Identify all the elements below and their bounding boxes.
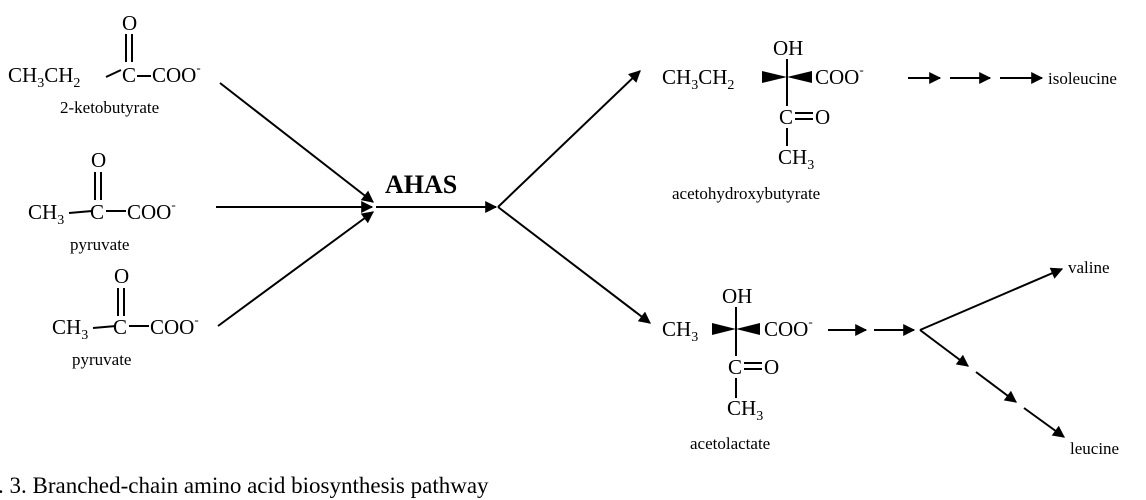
arrow-to-acetolactate bbox=[497, 206, 651, 324]
product-1-wedge-left bbox=[762, 71, 787, 83]
arrow-to-valine bbox=[919, 267, 1064, 331]
reactant-1-formula: CH3CH2 bbox=[8, 63, 80, 91]
reactant-1-carboxylate: COO- bbox=[152, 60, 201, 87]
product-2-label: acetolactate bbox=[690, 434, 770, 453]
product-1-wedge-right bbox=[787, 71, 812, 83]
product-1-carbonyl-carbon: C bbox=[779, 105, 793, 129]
reactant-pyruvate-2: CH3 C COO- O pyruvate bbox=[52, 264, 199, 369]
reactant-2-oxygen: O bbox=[91, 148, 106, 172]
reactant-3-formula: CH3 bbox=[52, 315, 88, 343]
end-product-isoleucine: isoleucine bbox=[1048, 69, 1117, 88]
product-2-wedge-right bbox=[736, 323, 760, 335]
product-2-carboxylate: COO- bbox=[764, 314, 813, 341]
product-acetolactate: CH3 OH COO- C O CH3 acetolactate bbox=[662, 284, 813, 453]
reactant-1-oxygen: O bbox=[122, 11, 137, 35]
product-1-alkyl: CH3CH2 bbox=[662, 65, 734, 93]
reactant-1-bond-left bbox=[105, 69, 122, 78]
reactant-3-carbon: C bbox=[113, 315, 127, 339]
reactant-3-label: pyruvate bbox=[72, 350, 131, 369]
product-2-carbonyl-oxygen: O bbox=[764, 355, 779, 379]
arrow-to-acetohydroxybutyrate bbox=[497, 70, 641, 208]
reactant-2-bond-left bbox=[68, 210, 93, 214]
reactant-3-oxygen: O bbox=[114, 264, 129, 288]
reactant-1-label: 2-ketobutyrate bbox=[60, 98, 159, 117]
reactant-2-ketobutyrate: CH3CH2 C COO- O 2-ketobutyrate bbox=[8, 11, 201, 117]
product-1-label: acetohydroxybutyrate bbox=[672, 184, 820, 203]
end-product-leucine: leucine bbox=[1070, 439, 1119, 458]
reactant-pyruvate-1: CH3 C COO- O pyruvate bbox=[28, 148, 176, 254]
arrow-to-leucine-3 bbox=[1023, 407, 1065, 438]
reactant-2-label: pyruvate bbox=[70, 235, 129, 254]
product-1-hydroxyl: OH bbox=[773, 36, 803, 60]
end-product-valine: valine bbox=[1068, 258, 1110, 277]
reactant-2-carboxylate: COO- bbox=[127, 197, 176, 224]
reactant-2-formula: CH3 bbox=[28, 200, 64, 228]
arrow-to-leucine-1 bbox=[919, 329, 969, 367]
arrow-to-leucine-2 bbox=[975, 371, 1017, 403]
product-2-alkyl: CH3 bbox=[662, 317, 698, 345]
reactant-2-carbon: C bbox=[90, 200, 104, 224]
reactant-3-carboxylate: COO- bbox=[150, 312, 199, 339]
arrow-ketobutyrate-to-ahas bbox=[219, 82, 374, 203]
product-2-methyl: CH3 bbox=[727, 396, 763, 424]
reactant-1-carbon: C bbox=[122, 63, 136, 87]
enzyme-label: AHAS bbox=[385, 170, 457, 199]
product-1-methyl: CH3 bbox=[778, 145, 814, 173]
product-1-carboxylate: COO- bbox=[815, 62, 864, 89]
product-2-wedge-left bbox=[712, 323, 736, 335]
figure-caption: . 3. Branched-chain amino acid biosynthe… bbox=[0, 473, 489, 498]
product-acetohydroxybutyrate: CH3CH2 OH COO- C O CH3 acetohydroxybutyr… bbox=[662, 36, 864, 203]
product-2-carbonyl-carbon: C bbox=[728, 355, 742, 379]
reactant-3-bond-left bbox=[92, 325, 117, 329]
product-2-hydroxyl: OH bbox=[722, 284, 752, 308]
product-1-carbonyl-oxygen: O bbox=[815, 105, 830, 129]
arrow-pyruvate-2-to-ahas bbox=[217, 211, 374, 327]
